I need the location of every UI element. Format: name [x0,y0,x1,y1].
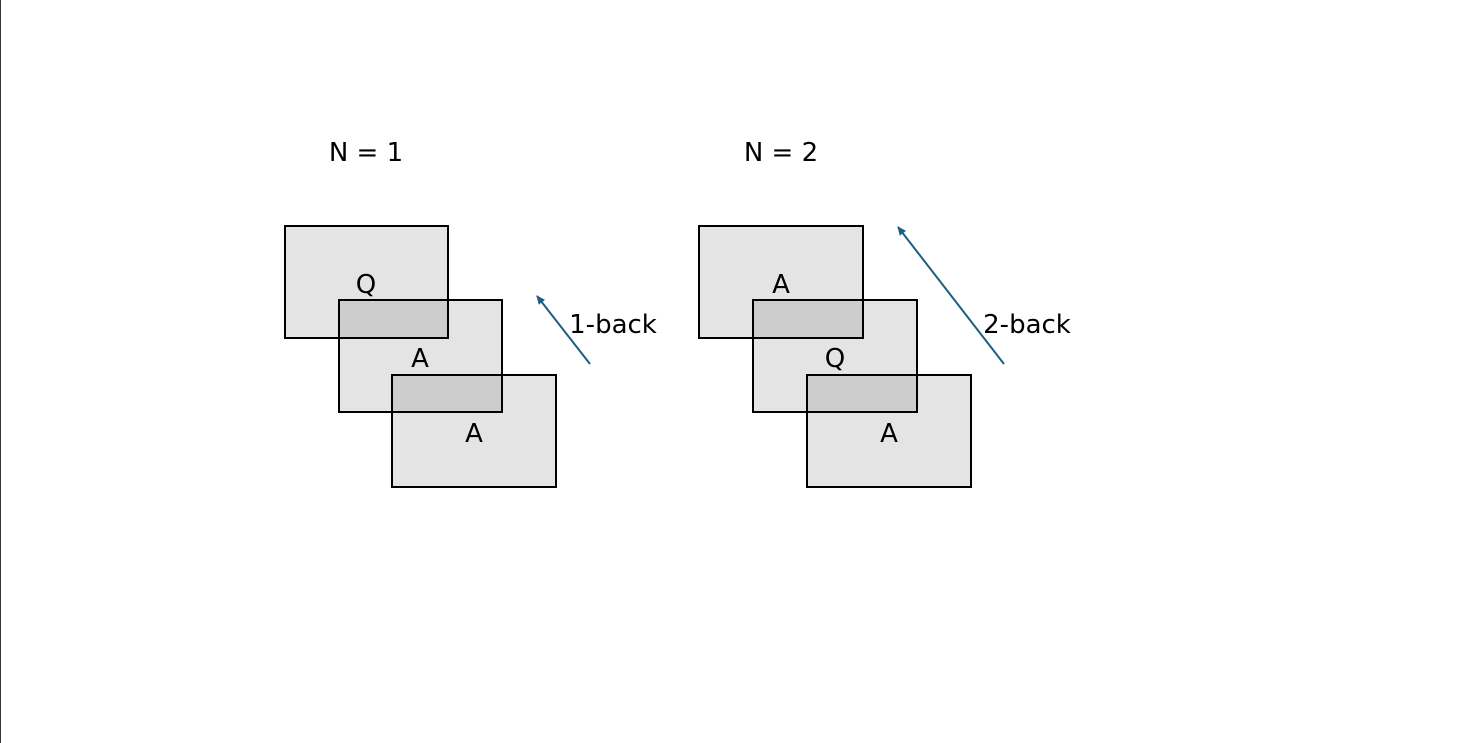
card-3-outline [391,374,557,488]
panel-n2: N = 2 A Q A 2-back [698,138,1071,488]
back-arrow [897,226,1005,365]
back-arrow [536,295,591,365]
card-1-letter: A [772,270,790,300]
card-2-letter: A [411,344,429,374]
panel-n1: N = 1 Q A A 1-back [284,138,657,488]
card-overlap [807,375,917,412]
arrow-label: 1-back [569,310,657,340]
card-3-outline [806,374,972,488]
card-2-outline [338,299,503,413]
left-border-line [0,0,1,743]
panel-title: N = 1 [329,138,403,168]
card-2-letter: Q [825,344,845,374]
card-1-letter: Q [356,270,376,300]
card-2-outline [752,299,918,413]
card-1-outline [698,225,864,339]
card-overlap [392,375,502,412]
card-3-letter: A [465,419,483,449]
panel-title: N = 2 [744,138,818,168]
card-overlap [753,300,863,338]
card-1-outline [284,225,449,339]
card-overlap [339,300,448,338]
card-3-letter: A [880,419,898,449]
arrow-label: 2-back [983,310,1071,340]
